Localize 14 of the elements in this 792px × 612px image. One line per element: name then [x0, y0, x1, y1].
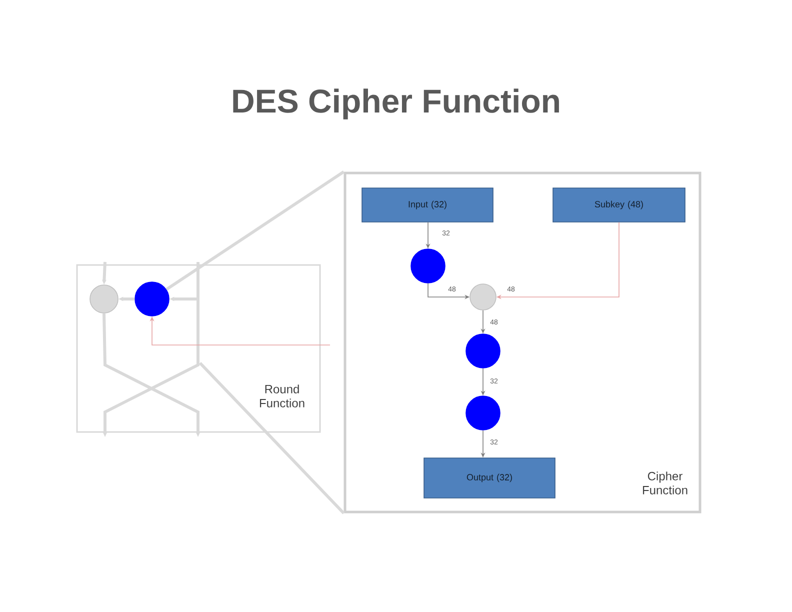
- frame-label: Cipher Function: [642, 472, 688, 494]
- function-circle: [410, 248, 446, 284]
- function-circle: [466, 396, 500, 430]
- zoom-line: [166, 170, 345, 291]
- zoom-line: [198, 362, 345, 514]
- output-box: Output (32): [424, 458, 556, 498]
- xor-circle: [470, 284, 496, 310]
- subkey-box: Subkey (48): [552, 188, 686, 222]
- function-circle: [466, 334, 500, 368]
- input-box: Input (32): [362, 188, 494, 222]
- title: DES Cipher Function: [233, 88, 559, 120]
- frame-label: Round Function: [260, 384, 304, 408]
- function-circle: [134, 282, 170, 316]
- xor-circle: [90, 284, 118, 314]
